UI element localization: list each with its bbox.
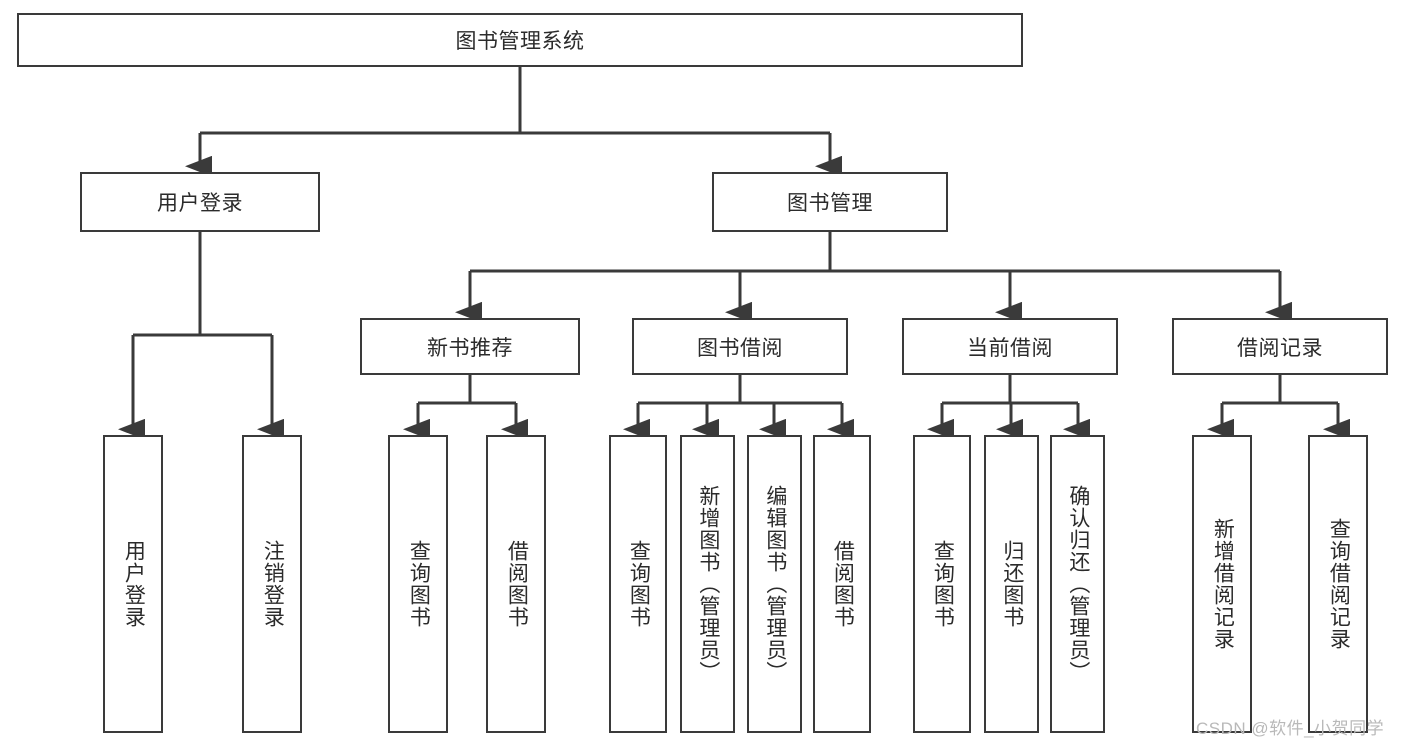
node-leaf-query-book-2[interactable]: 查询图书 bbox=[609, 435, 667, 733]
watermark: CSDN @软件_小贺同学 bbox=[1196, 719, 1385, 738]
node-leaf-return-book[interactable]: 归还图书 bbox=[984, 435, 1039, 733]
node-leaf-user-login[interactable]: 用户登录 bbox=[103, 435, 163, 733]
node-borrow-record-label: 借阅记录 bbox=[1237, 336, 1323, 360]
node-leaf-add-book-label: 新增图书（管理员） bbox=[696, 485, 720, 683]
node-leaf-borrow-book-1-label: 借阅图书 bbox=[505, 540, 529, 628]
node-leaf-user-logout[interactable]: 注销登录 bbox=[242, 435, 302, 733]
node-book-borrow[interactable]: 图书借阅 bbox=[632, 318, 848, 375]
node-leaf-confirm-return[interactable]: 确认归还（管理员） bbox=[1050, 435, 1105, 733]
node-leaf-query-book-3-label: 查询图书 bbox=[931, 540, 955, 628]
node-leaf-add-record[interactable]: 新增借阅记录 bbox=[1192, 435, 1252, 733]
node-leaf-query-book-2-label: 查询图书 bbox=[627, 540, 651, 628]
node-borrow-record[interactable]: 借阅记录 bbox=[1172, 318, 1388, 375]
node-leaf-user-login-label: 用户登录 bbox=[122, 540, 146, 628]
node-leaf-query-book-1-label: 查询图书 bbox=[407, 540, 431, 628]
node-root-label: 图书管理系统 bbox=[455, 30, 585, 53]
node-leaf-add-record-label: 新增借阅记录 bbox=[1211, 518, 1235, 650]
node-root[interactable]: 图书管理系统 bbox=[17, 13, 1023, 67]
node-leaf-query-book-1[interactable]: 查询图书 bbox=[388, 435, 448, 733]
node-book-borrow-label: 图书借阅 bbox=[697, 336, 783, 360]
node-leaf-query-record-label: 查询借阅记录 bbox=[1327, 518, 1351, 650]
node-leaf-confirm-return-label: 确认归还（管理员） bbox=[1066, 485, 1090, 683]
node-leaf-borrow-book-1[interactable]: 借阅图书 bbox=[486, 435, 546, 733]
node-leaf-return-book-label: 归还图书 bbox=[1000, 540, 1024, 628]
node-book-manage-label: 图书管理 bbox=[787, 192, 873, 215]
node-leaf-borrow-book-2[interactable]: 借阅图书 bbox=[813, 435, 871, 733]
node-user-login[interactable]: 用户登录 bbox=[80, 172, 320, 232]
node-leaf-query-record[interactable]: 查询借阅记录 bbox=[1308, 435, 1368, 733]
node-leaf-query-book-3[interactable]: 查询图书 bbox=[913, 435, 971, 733]
node-leaf-edit-book-label: 编辑图书（管理员） bbox=[763, 485, 787, 683]
node-leaf-add-book[interactable]: 新增图书（管理员） bbox=[680, 435, 735, 733]
node-leaf-edit-book[interactable]: 编辑图书（管理员） bbox=[747, 435, 802, 733]
node-book-manage[interactable]: 图书管理 bbox=[712, 172, 948, 232]
node-leaf-user-logout-label: 注销登录 bbox=[261, 540, 285, 628]
node-user-login-label: 用户登录 bbox=[157, 192, 243, 215]
node-current-borrow-label: 当前借阅 bbox=[967, 336, 1053, 360]
node-new-book-rec-label: 新书推荐 bbox=[427, 336, 513, 360]
node-current-borrow[interactable]: 当前借阅 bbox=[902, 318, 1118, 375]
node-new-book-rec[interactable]: 新书推荐 bbox=[360, 318, 580, 375]
node-leaf-borrow-book-2-label: 借阅图书 bbox=[831, 540, 855, 628]
